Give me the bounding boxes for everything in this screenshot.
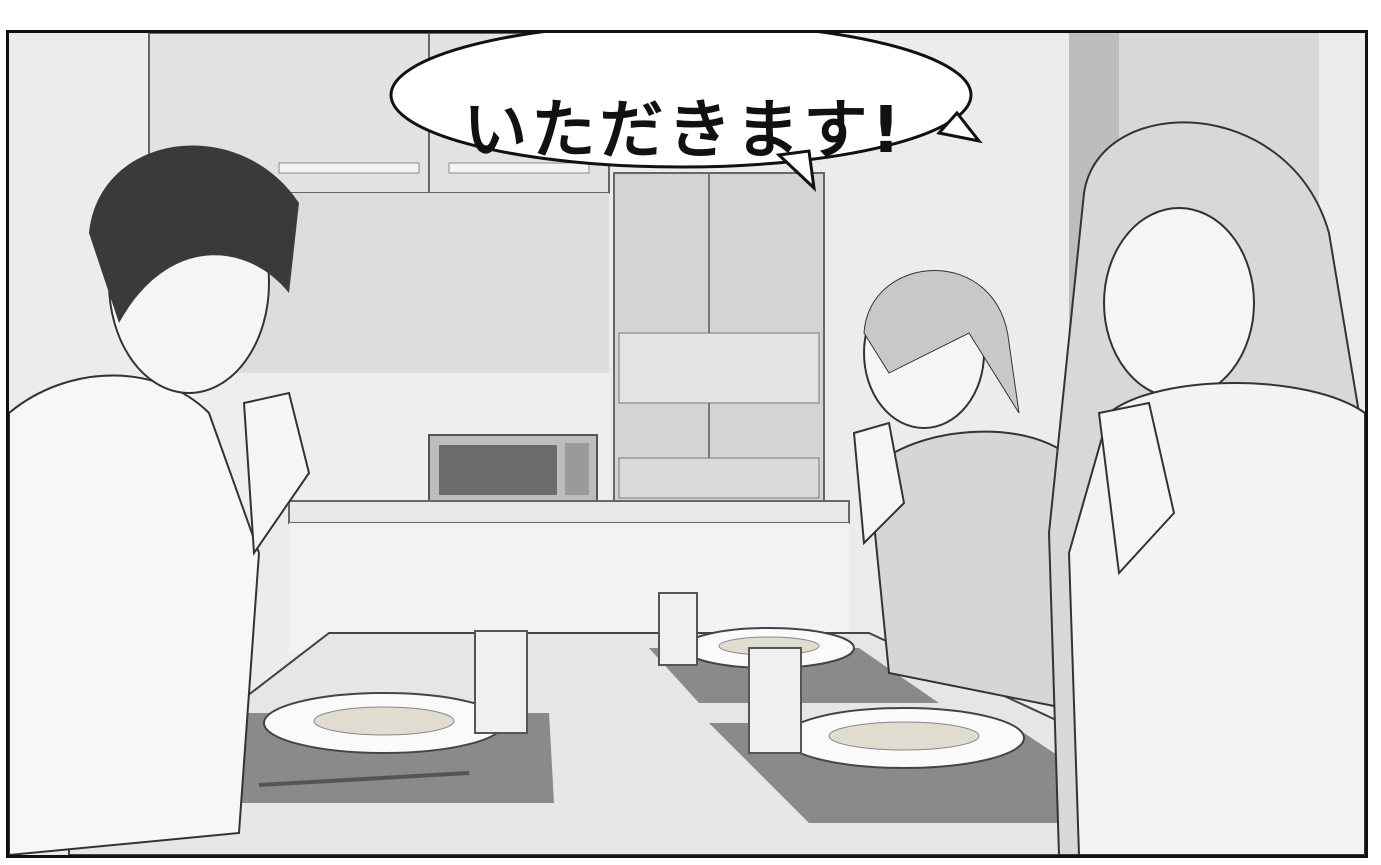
speech-balloon-shape (389, 33, 983, 192)
refrigerator (613, 172, 825, 504)
girl-praying (852, 270, 1091, 715)
microwave (428, 434, 598, 504)
dinner-scene-illustration (9, 33, 1365, 855)
comic-panel: いただきます! (6, 30, 1368, 858)
man-praying (9, 145, 311, 855)
woman-praying (1047, 121, 1365, 855)
water-glasses (474, 592, 802, 754)
speech-balloon-text: いただきます! (463, 94, 905, 168)
fork (258, 771, 470, 787)
